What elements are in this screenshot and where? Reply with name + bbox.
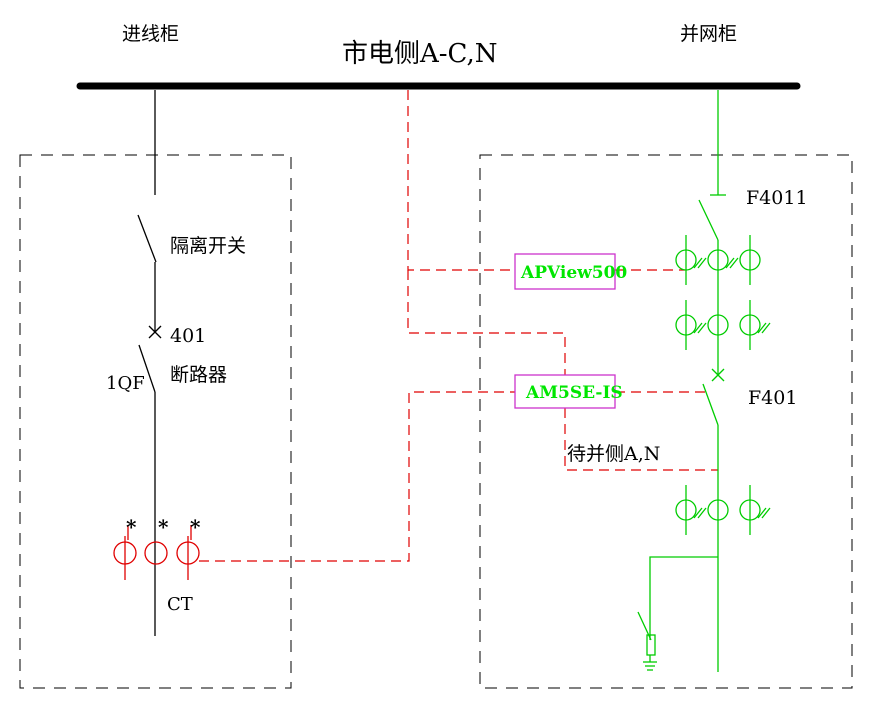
ct-marker-c: * bbox=[190, 515, 201, 539]
ct-coil-b bbox=[144, 541, 168, 565]
grid-circuit bbox=[637, 90, 726, 672]
breaker-blade bbox=[138, 344, 156, 393]
incoming-cabinet-title: 进线柜 bbox=[122, 23, 179, 45]
ground-switch-blade bbox=[637, 611, 652, 641]
ct-label: CT bbox=[167, 594, 193, 615]
switch-f401-label: F401 bbox=[748, 387, 797, 409]
breaker-label: 断路器 bbox=[170, 364, 227, 386]
breaker-number: 401 bbox=[170, 325, 206, 347]
ct-row-2 bbox=[675, 300, 771, 350]
ct-row-3 bbox=[675, 485, 771, 535]
incoming-circuit bbox=[137, 90, 162, 636]
breaker-x-mark-b bbox=[148, 325, 162, 339]
branch-to-ground bbox=[649, 556, 718, 640]
ct-marker-b: * bbox=[158, 515, 169, 539]
switch-f4011-label: F4011 bbox=[746, 187, 808, 209]
wire-am5se-to-pending-side bbox=[564, 408, 718, 471]
ct-group bbox=[113, 525, 200, 580]
isolator-blade bbox=[137, 214, 157, 263]
am5se-label: AM5SE-IS bbox=[525, 383, 623, 403]
signal-wires bbox=[199, 90, 718, 562]
ct-marker-a: * bbox=[126, 515, 137, 539]
ct-row-1 bbox=[675, 235, 761, 285]
grid-cabinet-frame bbox=[479, 154, 853, 689]
wire-bus-to-am5se bbox=[407, 270, 566, 375]
apview500-device: APView500 bbox=[514, 253, 627, 290]
pending-side-label: 待并侧A,N bbox=[567, 443, 660, 465]
am5se-device: AM5SE-IS bbox=[514, 374, 623, 409]
bus-label: 市电侧A-C,N bbox=[342, 39, 498, 69]
isolator-label: 隔离开关 bbox=[170, 235, 246, 257]
switch-f4011-blade bbox=[698, 199, 719, 241]
breaker-id: 1QF bbox=[106, 373, 145, 394]
wire-ct-to-am5se bbox=[199, 391, 515, 562]
switch-f401-x-b bbox=[711, 368, 725, 382]
switch-f401-blade bbox=[702, 383, 719, 426]
wire-bus-to-apview bbox=[407, 90, 515, 271]
grid-cabinet-title: 并网柜 bbox=[680, 23, 737, 45]
apview500-label: APView500 bbox=[520, 263, 627, 283]
ground-fuse bbox=[646, 634, 656, 656]
